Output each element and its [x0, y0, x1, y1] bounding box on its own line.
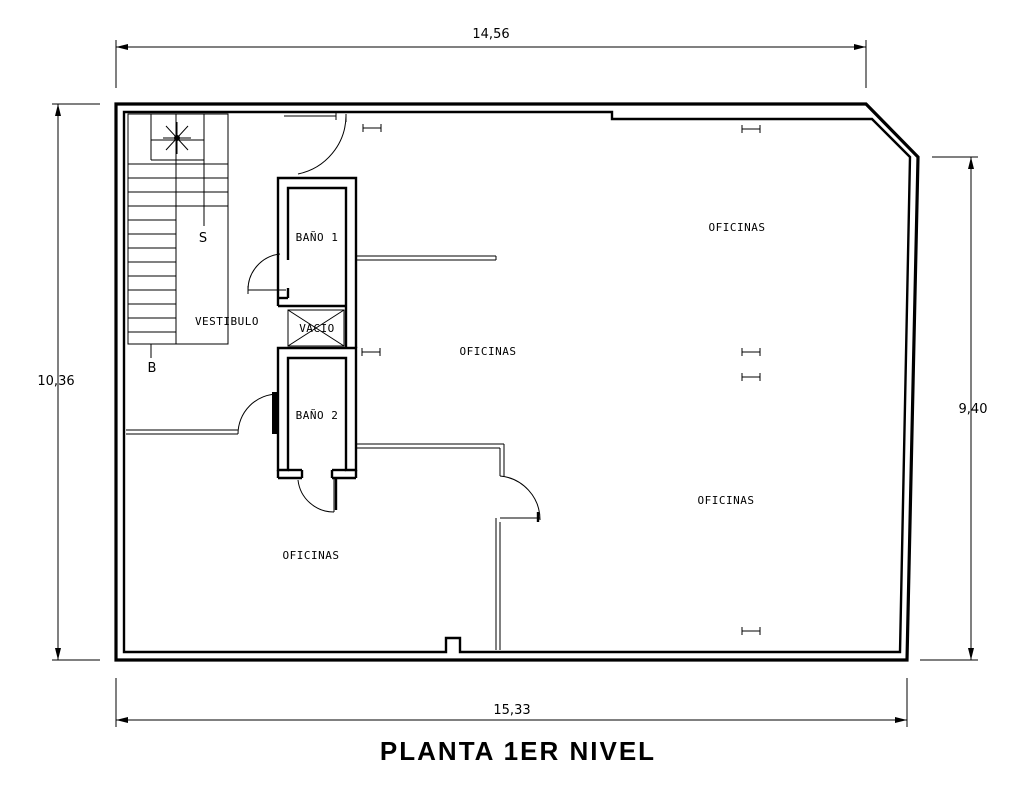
dimension-top: 14,56 [115, 27, 867, 88]
dimension-right-label: 9,40 [959, 402, 988, 417]
dimension-left-label: 10,36 [37, 374, 74, 389]
column-marker-icon [741, 373, 761, 381]
dimension-bottom: 15,33 [115, 678, 908, 727]
room-labels: BAÑO 1 VACIO BAÑO 2 VESTIBULO OFICINAS O… [195, 221, 766, 562]
dimension-top-label: 14,56 [472, 27, 509, 42]
bathroom-core [276, 176, 358, 480]
room-label-vestibulo: VESTIBULO [195, 315, 259, 328]
exterior-walls [114, 102, 920, 662]
room-label-oficinas-center: OFICINAS [460, 345, 517, 358]
room-label-bano-1: BAÑO 1 [296, 231, 339, 244]
column-markers [361, 124, 761, 635]
column-marker-icon [361, 348, 381, 356]
column-marker-icon [741, 125, 761, 133]
column-marker-icon [741, 348, 761, 356]
room-label-bano-2: BAÑO 2 [296, 409, 339, 422]
room-label-oficinas-bottom-left: OFICINAS [283, 549, 340, 562]
stairs: S B [127, 113, 229, 376]
plan-title: PLANTA 1ER NIVEL [380, 736, 656, 766]
interior-partitions [126, 255, 505, 650]
column-marker-icon [362, 124, 382, 132]
dimension-bottom-label: 15,33 [493, 703, 530, 718]
room-label-oficinas-bottom-right: OFICINAS [698, 494, 755, 507]
stair-down-label: B [148, 361, 157, 376]
stair-up-label: S [199, 231, 207, 246]
dimension-right: 9,40 [920, 156, 988, 661]
stair-landing-star-icon [163, 122, 191, 154]
column-marker-icon [741, 627, 761, 635]
room-label-oficinas-top-right: OFICINAS [709, 221, 766, 234]
doors [237, 112, 541, 522]
room-label-vacio: VACIO [299, 322, 335, 335]
dimension-left: 10,36 [37, 103, 100, 661]
